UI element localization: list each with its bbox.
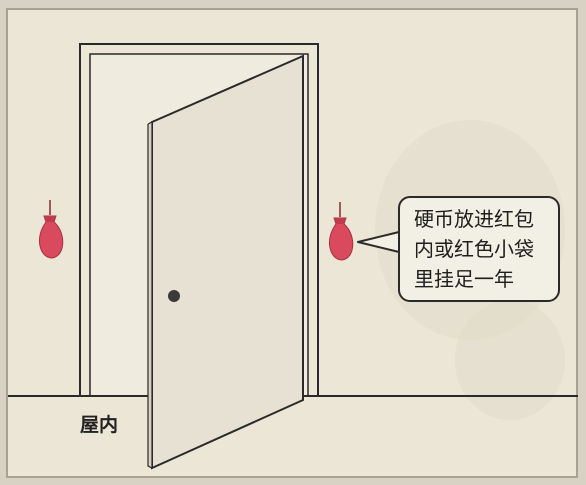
red-pouch-right — [328, 202, 354, 261]
door-knob — [168, 290, 180, 302]
door-edge — [147, 121, 153, 469]
callout-line: 里挂足一年 — [414, 267, 514, 291]
callout-box: 硬币放进红包 内或红色小袋 里挂足一年 — [398, 196, 560, 302]
red-pouch-left — [38, 200, 64, 259]
callout-line: 硬币放进红包 — [414, 207, 534, 231]
door-frame-outer — [79, 43, 319, 396]
indoor-label: 屋内 — [80, 414, 119, 436]
door-frame-inner — [89, 53, 309, 396]
background-blob — [455, 300, 565, 420]
callout-line: 内或红色小袋 — [414, 237, 534, 261]
door-leaf — [151, 54, 304, 470]
